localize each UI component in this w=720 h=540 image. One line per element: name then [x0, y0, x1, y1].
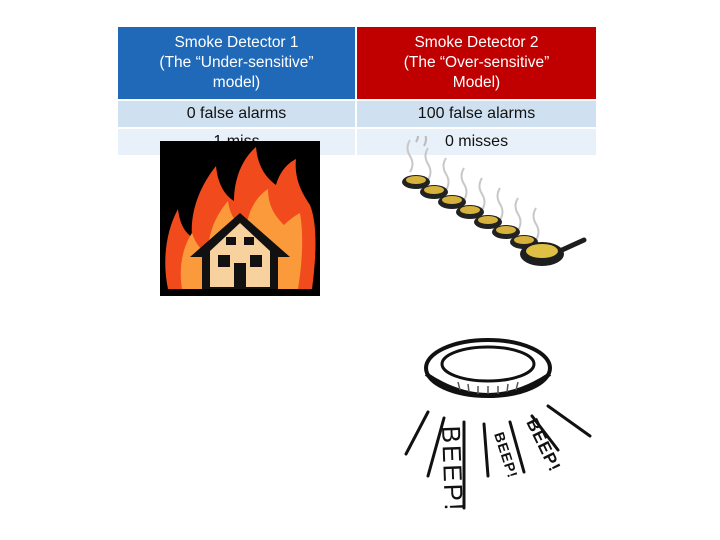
house-on-fire-icon: [160, 141, 320, 296]
header-detector-2: Smoke Detector 2 (The “Over-sensitive” M…: [357, 27, 596, 99]
table-row: 0 false alarms 100 false alarms: [118, 99, 596, 127]
pan-stack: [415, 136, 427, 147]
frying-pans-icon: [402, 136, 587, 266]
cell-detector-2-false-alarms: 100 false alarms: [357, 99, 596, 127]
pans-group: [415, 136, 427, 147]
table-header-row: Smoke Detector 1 (The “Under-sensitive” …: [118, 27, 596, 99]
beep-text-middle: BEEP!: [491, 430, 521, 480]
smoke-detector-beeping-icon: BEEP! BEEP! BEEP!: [404, 338, 592, 513]
beep-text-right: BEEP!: [522, 415, 564, 475]
beep-text-large: BEEP!: [436, 425, 469, 513]
steam-lines: [406, 139, 540, 241]
cell-detector-1-false-alarms: 0 false alarms: [118, 99, 357, 127]
pan-row: [402, 175, 587, 266]
cell-detector-2-misses: 0 misses: [357, 127, 596, 155]
header-detector-1: Smoke Detector 1 (The “Under-sensitive” …: [118, 27, 357, 99]
